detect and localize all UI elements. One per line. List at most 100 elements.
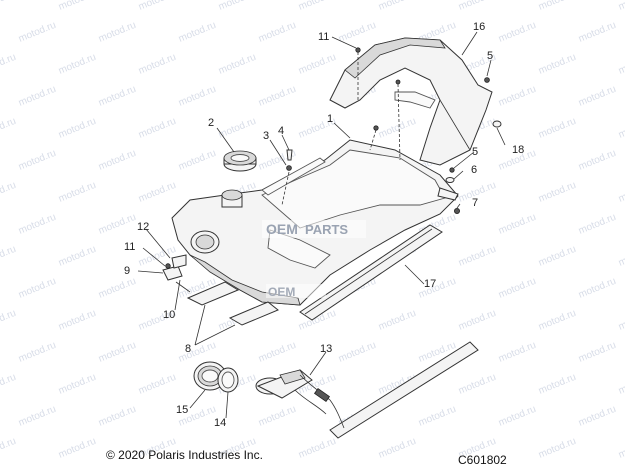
- watermark-text: motod.ru: [257, 84, 298, 109]
- callout-5a: 5: [487, 50, 493, 62]
- watermark-text: motod.ru: [97, 276, 138, 301]
- watermark-text: motod.ru: [57, 0, 98, 13]
- watermark-text: motod.ru: [617, 0, 625, 13]
- watermark-text: motod.ru: [377, 0, 418, 13]
- watermark-text: motod.ru: [17, 404, 58, 429]
- watermark-text: motod.ru: [17, 340, 58, 365]
- callout-11b: 11: [124, 241, 135, 253]
- diagram-code: C601802: [458, 453, 507, 467]
- watermark-text: motod.ru: [577, 276, 618, 301]
- watermark-text: motod.ru: [0, 180, 18, 205]
- watermark-text: motod.ru: [137, 116, 178, 141]
- watermark-text: motod.ru: [537, 372, 578, 397]
- watermark-text: motod.ru: [257, 404, 298, 429]
- watermark-text: motod.ru: [577, 20, 618, 45]
- watermark-text: motod.ru: [0, 308, 18, 333]
- watermark-text: motod.ru: [457, 0, 498, 13]
- callout-12: 12: [137, 221, 149, 233]
- watermark-text: motod.ru: [0, 52, 18, 77]
- callout-10: 10: [163, 309, 175, 321]
- watermark-text: motod.ru: [457, 244, 498, 269]
- watermark-text: motod.ru: [17, 148, 58, 173]
- part-13-fuel-pump: [255, 369, 345, 429]
- watermark-text: motod.ru: [537, 436, 578, 461]
- watermark-text: motod.ru: [577, 340, 618, 365]
- overlay-logo-text-2: PARTS: [305, 222, 348, 237]
- watermark-text: motod.ru: [97, 84, 138, 109]
- watermark-text: motod.ru: [617, 180, 625, 205]
- watermark-text: motod.ru: [97, 212, 138, 237]
- callouts: 1 2 3 4 5 5 6 7 8 9 10 11 11 12 13 14 15…: [124, 21, 524, 429]
- watermark-text: motod.ru: [617, 244, 625, 269]
- leader-lines: [137, 31, 506, 419]
- part-13-strap: [329, 341, 479, 439]
- watermark-text: motod.ru: [17, 212, 58, 237]
- watermark-text: motod.ru: [137, 244, 178, 269]
- watermark-text: motod.ru: [537, 52, 578, 77]
- callout-7: 7: [472, 197, 478, 209]
- watermark-text: motod.ru: [97, 340, 138, 365]
- watermark-text: motod.ru: [577, 84, 618, 109]
- watermark-text: motod.ru: [497, 84, 538, 109]
- part-17-strap: [299, 224, 443, 321]
- callout-3: 3: [263, 130, 269, 142]
- watermark-text: motod.ru: [617, 52, 625, 77]
- watermark-text: motod.ru: [297, 52, 338, 77]
- watermark-text: motod.ru: [57, 244, 98, 269]
- watermark-text: motod.ru: [217, 52, 258, 77]
- watermark-text: motod.ru: [377, 308, 418, 333]
- watermark-text: motod.ru: [0, 436, 18, 461]
- watermark-text: motod.ru: [0, 116, 18, 141]
- callout-16: 16: [473, 21, 485, 33]
- callout-18: 18: [512, 144, 524, 156]
- watermark-text: motod.ru: [537, 244, 578, 269]
- watermark-text: motod.ru: [137, 372, 178, 397]
- watermark-text: motod.ru: [0, 244, 18, 269]
- watermark-text: motod.ru: [337, 340, 378, 365]
- part-14-15-seal-rings: [193, 361, 239, 393]
- watermark-text: motod.ru: [57, 116, 98, 141]
- callout-17: 17: [424, 278, 436, 290]
- watermark-text: motod.ru: [17, 276, 58, 301]
- part-2-fuel-cap: [223, 150, 257, 172]
- watermark-text: motod.ru: [497, 20, 538, 45]
- watermark-text: motod.ru: [137, 52, 178, 77]
- overlay-logo-text: OEM: [266, 221, 298, 237]
- callout-2: 2: [208, 117, 214, 129]
- watermark-text: motod.ru: [297, 0, 338, 13]
- watermark-text: motod.ru: [257, 20, 298, 45]
- watermark-text: motod.ru: [137, 0, 178, 13]
- watermark-text: motod.ru: [177, 148, 218, 173]
- watermark-text: motod.ru: [57, 372, 98, 397]
- watermark-text: motod.ru: [177, 84, 218, 109]
- part-16-cover-panel: [329, 37, 493, 166]
- watermark-text: motod.ru: [57, 308, 98, 333]
- watermark-text: motod.ru: [577, 404, 618, 429]
- part-9-12-bracket: [162, 254, 191, 293]
- watermark-text: motod.ru: [17, 20, 58, 45]
- callout-5b: 5: [472, 146, 478, 158]
- watermark-text: motod.ru: [17, 84, 58, 109]
- overlay-logo: OEM PARTS OEM: [262, 220, 366, 299]
- callout-15: 15: [176, 404, 188, 416]
- part-8-pads: [186, 281, 279, 326]
- copyright-text: © 2020 Polaris Industries Inc.: [106, 448, 263, 462]
- watermark-text: motod.ru: [297, 436, 338, 461]
- watermark-text: motod.ru: [617, 436, 625, 461]
- callout-11a: 11: [318, 31, 329, 43]
- watermark-text: motod.ru: [497, 212, 538, 237]
- watermark-text: motod.ru: [497, 340, 538, 365]
- watermark-text: motod.ru: [537, 116, 578, 141]
- callout-8: 8: [185, 343, 191, 355]
- part-5-6-7-18-fasteners: [281, 47, 502, 214]
- watermark-text: motod.ru: [0, 372, 18, 397]
- watermark-text: motod.ru: [617, 372, 625, 397]
- watermark-text: motod.ru: [537, 180, 578, 205]
- watermark-text: motod.ru: [337, 20, 378, 45]
- watermark-text: motod.ru: [617, 308, 625, 333]
- watermark-text: motod.ru: [577, 148, 618, 173]
- callout-1: 1: [327, 113, 333, 125]
- watermark-text: motod.ru: [377, 436, 418, 461]
